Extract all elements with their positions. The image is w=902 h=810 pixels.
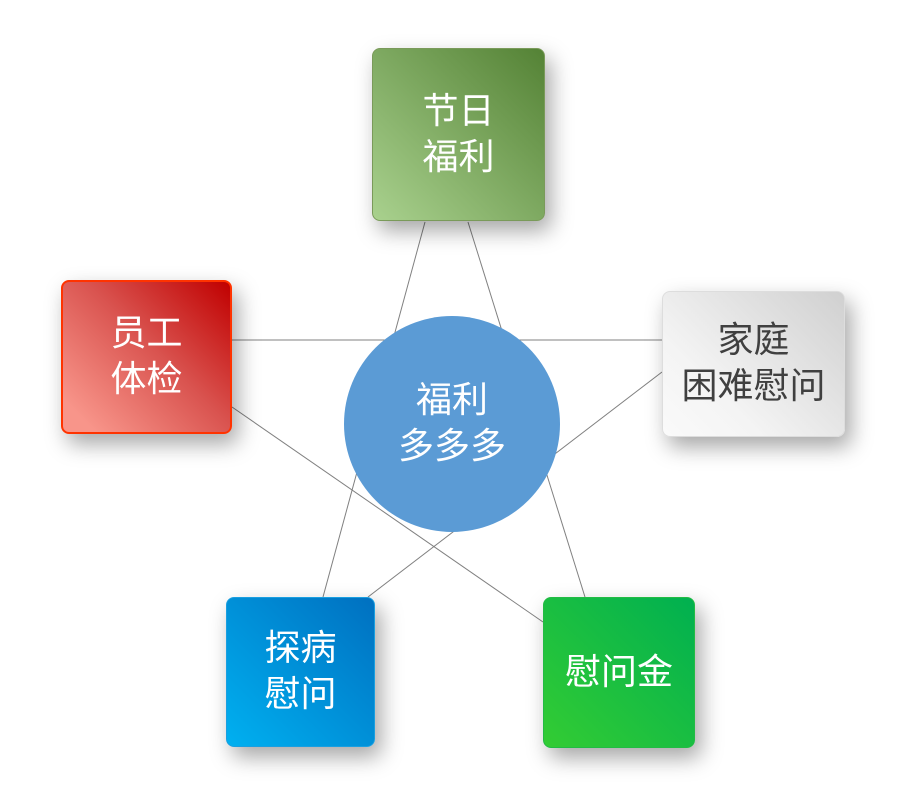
- holiday-label-2: 福利: [422, 136, 495, 178]
- node-holiday-benefits: 节日 福利: [372, 48, 545, 221]
- family-label-2: 困难慰问: [681, 366, 826, 407]
- center-circle: 福利 多多多: [344, 316, 560, 532]
- sick-label-2: 慰问: [264, 674, 337, 715]
- holiday-label-1: 节日: [422, 90, 495, 132]
- checkup-label-2: 体检: [110, 359, 183, 400]
- node-condolence-money: 慰问金: [543, 597, 695, 748]
- node-sick-visit: 探病 慰问: [226, 597, 375, 747]
- family-label-1: 家庭: [717, 320, 790, 361]
- sick-label-1: 探病: [264, 628, 337, 669]
- center-label-2: 多多多: [397, 426, 506, 467]
- node-family-hardship: 家庭 困难慰问: [662, 291, 845, 437]
- line-checkup-money: [231, 406, 544, 623]
- checkup-label-1: 员工: [110, 313, 183, 354]
- node-employee-checkup: 员工 体检: [61, 280, 232, 434]
- center-label-1: 福利: [415, 380, 488, 421]
- money-label: 慰问金: [564, 651, 673, 693]
